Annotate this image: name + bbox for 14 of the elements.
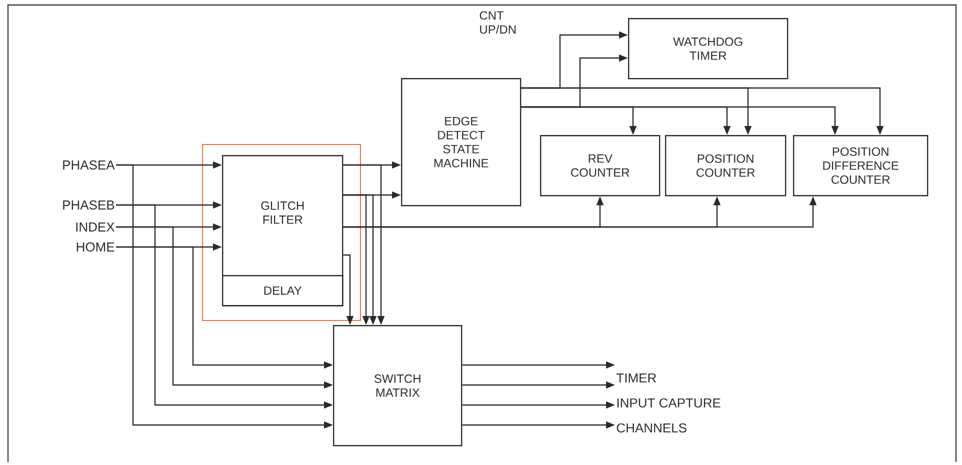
signal-label: PHASEA — [63, 160, 115, 170]
signal-label: CNT UP/DN — [480, 11, 516, 34]
signal-label: INDEX — [76, 222, 115, 232]
timer-box: WATCHDOG TIMER — [628, 18, 788, 80]
delay-box: DELAY — [222, 274, 344, 306]
counter-box: REV COUNTER — [540, 135, 660, 196]
state-machine-box: EDGE DETECT STATE MACHINE — [401, 78, 522, 206]
counter-box: POSITION COUNTER — [665, 135, 786, 196]
signal-label: PHASEB — [63, 200, 114, 210]
highlight-box — [202, 144, 361, 321]
output-label: TIMER INPUT CAPTURE CHANNELS — [616, 373, 720, 433]
matrix-box: SWITCH MATRIX — [333, 324, 462, 446]
signal-label: HOME — [76, 242, 114, 252]
counter-box: POSITION DIFFERENCE COUNTER — [793, 135, 928, 196]
